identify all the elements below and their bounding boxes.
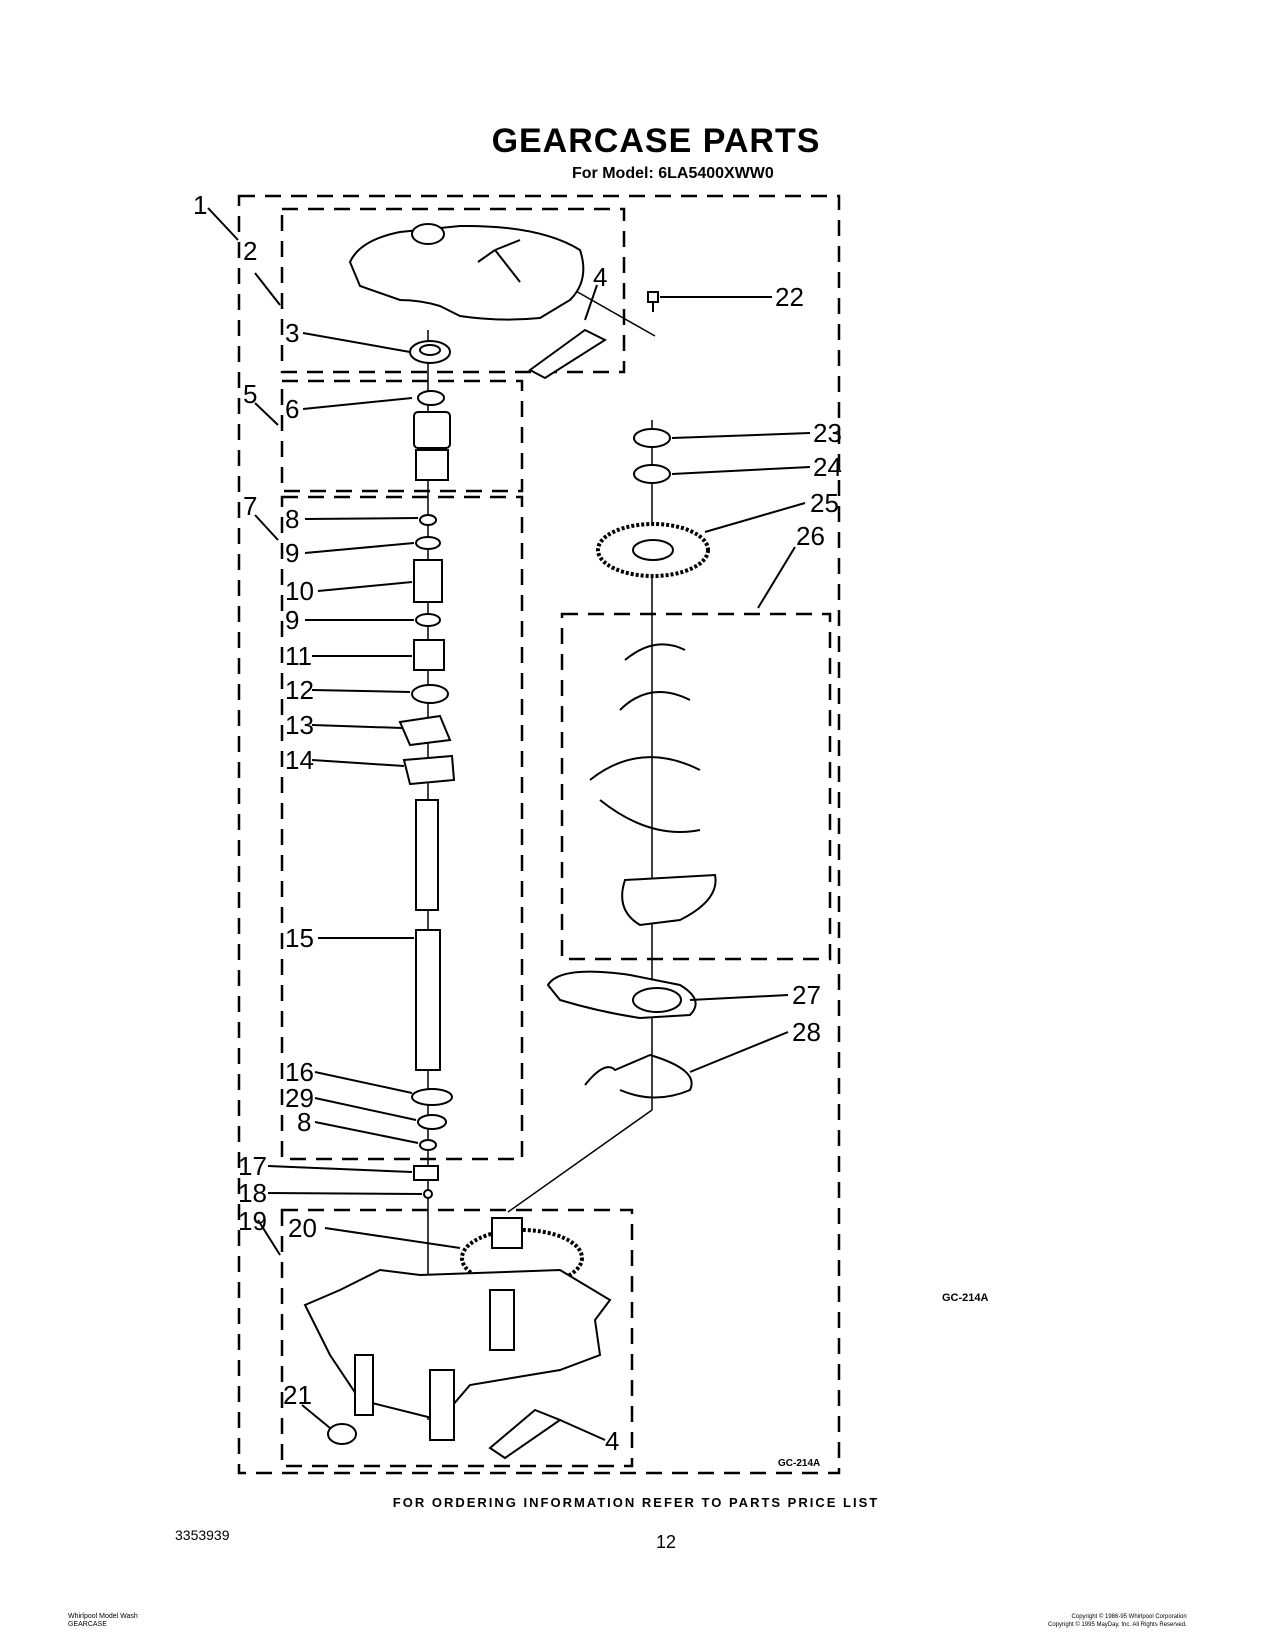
gearcase-base-part	[303, 1268, 612, 1441]
callout-label: 21	[283, 1380, 312, 1410]
seal-part	[409, 340, 451, 364]
part-8-bottom	[419, 1139, 437, 1151]
callout-label: 25	[810, 488, 839, 518]
part-9-top	[415, 536, 441, 550]
callout-label: 29	[285, 1083, 314, 1113]
copyright-line-1: Copyright © 1986-95 Whirlpool Corporatio…	[1071, 1614, 1187, 1620]
screw-part	[647, 291, 659, 312]
callout-label: 10	[285, 576, 314, 606]
agitator-shaft-part	[415, 799, 441, 1071]
callout-label: 26	[796, 521, 825, 551]
assembly-box-5	[280, 379, 524, 493]
callout-label: 3	[285, 318, 299, 348]
callout-label: 20	[288, 1213, 317, 1243]
assembly-box-26	[560, 612, 832, 961]
callout-label: 14	[285, 745, 314, 775]
nut-part-21	[327, 1423, 357, 1445]
drive-gear-part	[596, 522, 710, 578]
ordering-information-note: FOR ORDERING INFORMATION REFER TO PARTS …	[392, 1495, 880, 1510]
callout-label: 24	[813, 452, 842, 482]
page-number: 12	[656, 1532, 677, 1552]
clip-part-28	[584, 1053, 693, 1099]
link-part-27	[546, 970, 697, 1020]
callout-label: 17	[238, 1151, 267, 1181]
connector-line	[507, 1109, 653, 1213]
model-number: For Model: 6LA5400XWW0	[572, 165, 774, 182]
callout-label: 4	[605, 1426, 619, 1456]
part-17	[413, 1165, 439, 1181]
callout-label: 22	[775, 282, 804, 312]
callout-label: 13	[285, 710, 314, 740]
wedge-part-top	[528, 328, 608, 380]
reference-code: GC-214A	[942, 1292, 989, 1304]
callout-label: 7	[243, 491, 257, 521]
callout-label: 16	[285, 1057, 314, 1087]
cam-part-13	[398, 714, 452, 747]
callout-label: 1	[193, 190, 207, 220]
wedge-part-bottom	[488, 1408, 563, 1460]
callout-label: 23	[813, 418, 842, 448]
ring-part-23	[633, 428, 671, 448]
assembly-box-7	[280, 495, 524, 1161]
callout-label: 9	[285, 605, 299, 635]
callout-label: 12	[285, 675, 314, 705]
clutch-part-14	[402, 754, 456, 786]
spring-part-10	[413, 559, 443, 603]
page-title: GEARCASE PARTS	[491, 122, 821, 160]
outer-assembly-box	[237, 194, 841, 1475]
callout-label: 6	[285, 394, 299, 424]
shifter-assembly-part	[589, 643, 717, 927]
copyright-line-2: Copyright © 1995 MayDay, Inc. All Rights…	[1048, 1622, 1187, 1628]
gearcase-cover-part	[348, 223, 585, 321]
assembly-box-19	[280, 1208, 634, 1468]
callout-label: 18	[238, 1178, 267, 1208]
part-18	[423, 1189, 433, 1199]
footer-left-line-2: GEARCASE	[68, 1621, 107, 1628]
ring-part-24	[633, 464, 671, 484]
footer-left-note: Whirlpool Model Wash GEARCASE	[68, 1613, 138, 1629]
callout-label: 27	[792, 980, 821, 1010]
callout-label: 9	[285, 538, 299, 568]
callout-label: 19	[238, 1206, 267, 1236]
gear-part-11	[413, 639, 445, 671]
callout-label: 28	[792, 1017, 821, 1047]
document-number: 3353939	[175, 1527, 230, 1543]
assembly-box-2	[280, 207, 626, 374]
callout-label: 15	[285, 923, 314, 953]
callout-label: 5	[243, 379, 257, 409]
washer-part-16	[411, 1088, 453, 1106]
callout-label: 4	[593, 262, 607, 292]
part-8-top	[419, 514, 437, 526]
reference-code-inner: GC-214A	[778, 1458, 821, 1469]
callout-label: 8	[297, 1107, 311, 1137]
callout-labels: 1 2 3 4 5 6 7 8 9 10 9 11 12 13 14 15 16…	[193, 190, 842, 1456]
seal-part-29	[417, 1114, 447, 1130]
callout-label: 8	[285, 504, 299, 534]
bearing-part	[413, 390, 451, 481]
part-9-mid	[415, 613, 441, 627]
callout-label: 2	[243, 236, 257, 266]
callout-label: 11	[285, 641, 312, 671]
ring-part-12	[411, 684, 449, 704]
copyright-note: Copyright © 1986-95 Whirlpool Corporatio…	[1048, 1613, 1187, 1629]
footer-left-line-1: Whirlpool Model Wash	[68, 1613, 138, 1620]
